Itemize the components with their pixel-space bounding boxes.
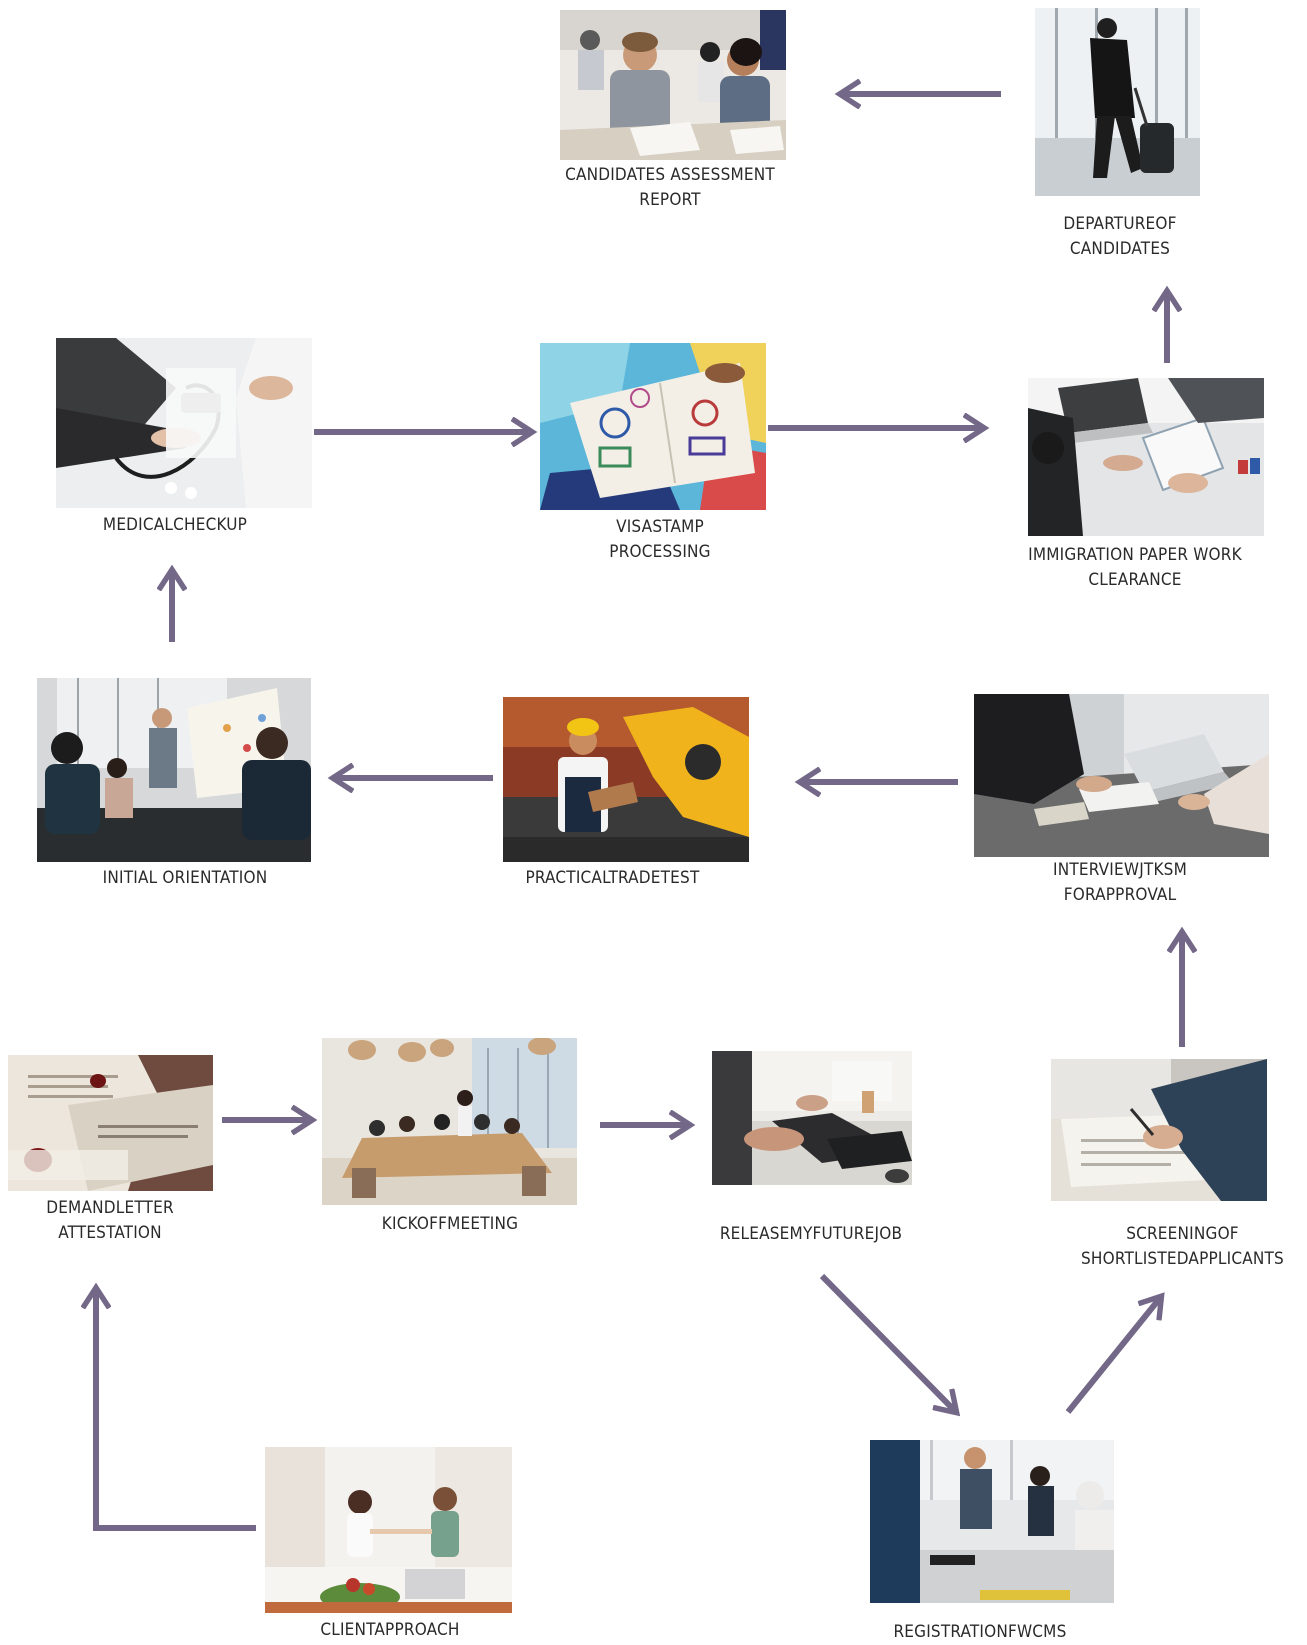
- students-exam-photo: [560, 10, 786, 160]
- paperwork-desk-photo: [1028, 378, 1264, 536]
- step-label: REGISTRATIONFWCMS: [893, 1622, 1067, 1642]
- traveler-luggage-photo: [1035, 8, 1200, 196]
- signing-document-photo: [1051, 1059, 1267, 1201]
- step-label: INITIAL ORIENTATION: [102, 868, 268, 888]
- step-label: INTERVIEWJTKSM FORAPPROVAL: [1053, 860, 1187, 905]
- document-seal-photo: [8, 1055, 213, 1191]
- presentation-photo: [37, 678, 311, 862]
- step-label: CANDIDATES ASSESSMENT REPORT: [565, 165, 775, 210]
- handshake-photo: [265, 1447, 512, 1613]
- interview-desk-photo: [974, 694, 1269, 857]
- arrow-registration-to-screening: [1065, 1298, 1160, 1414]
- step-label: DEPARTUREOF CANDIDATES: [1063, 214, 1177, 259]
- step-label: DEMANDLETTER ATTESTATION: [46, 1198, 174, 1243]
- step-label: CLIENTAPPROACH: [320, 1620, 460, 1640]
- worker-laptop-photo: [503, 697, 749, 862]
- arrow-release-to-registration: [819, 1273, 955, 1411]
- step-label: VISASTAMP PROCESSING: [609, 517, 711, 562]
- step-label: MEDICALCHECKUP: [102, 515, 248, 535]
- blood-pressure-photo: [56, 338, 312, 508]
- step-label: SCREENINGOF SHORTLISTEDAPPLICANTS: [1081, 1224, 1284, 1269]
- arrow-client-to-demand: [96, 1290, 256, 1531]
- team-office-photo: [870, 1440, 1114, 1603]
- step-label: KICKOFFMEETING: [381, 1214, 519, 1234]
- meeting-room-photo: [322, 1038, 577, 1205]
- step-label: IMMIGRATION PAPER WORK CLEARANCE: [1028, 545, 1242, 590]
- step-label: PRACTICALTRADETEST: [525, 868, 700, 888]
- step-label: RELEASEMYFUTUREJOB: [719, 1224, 903, 1244]
- laptop-typing-photo: [712, 1051, 912, 1185]
- passport-stamps-photo: [540, 343, 766, 510]
